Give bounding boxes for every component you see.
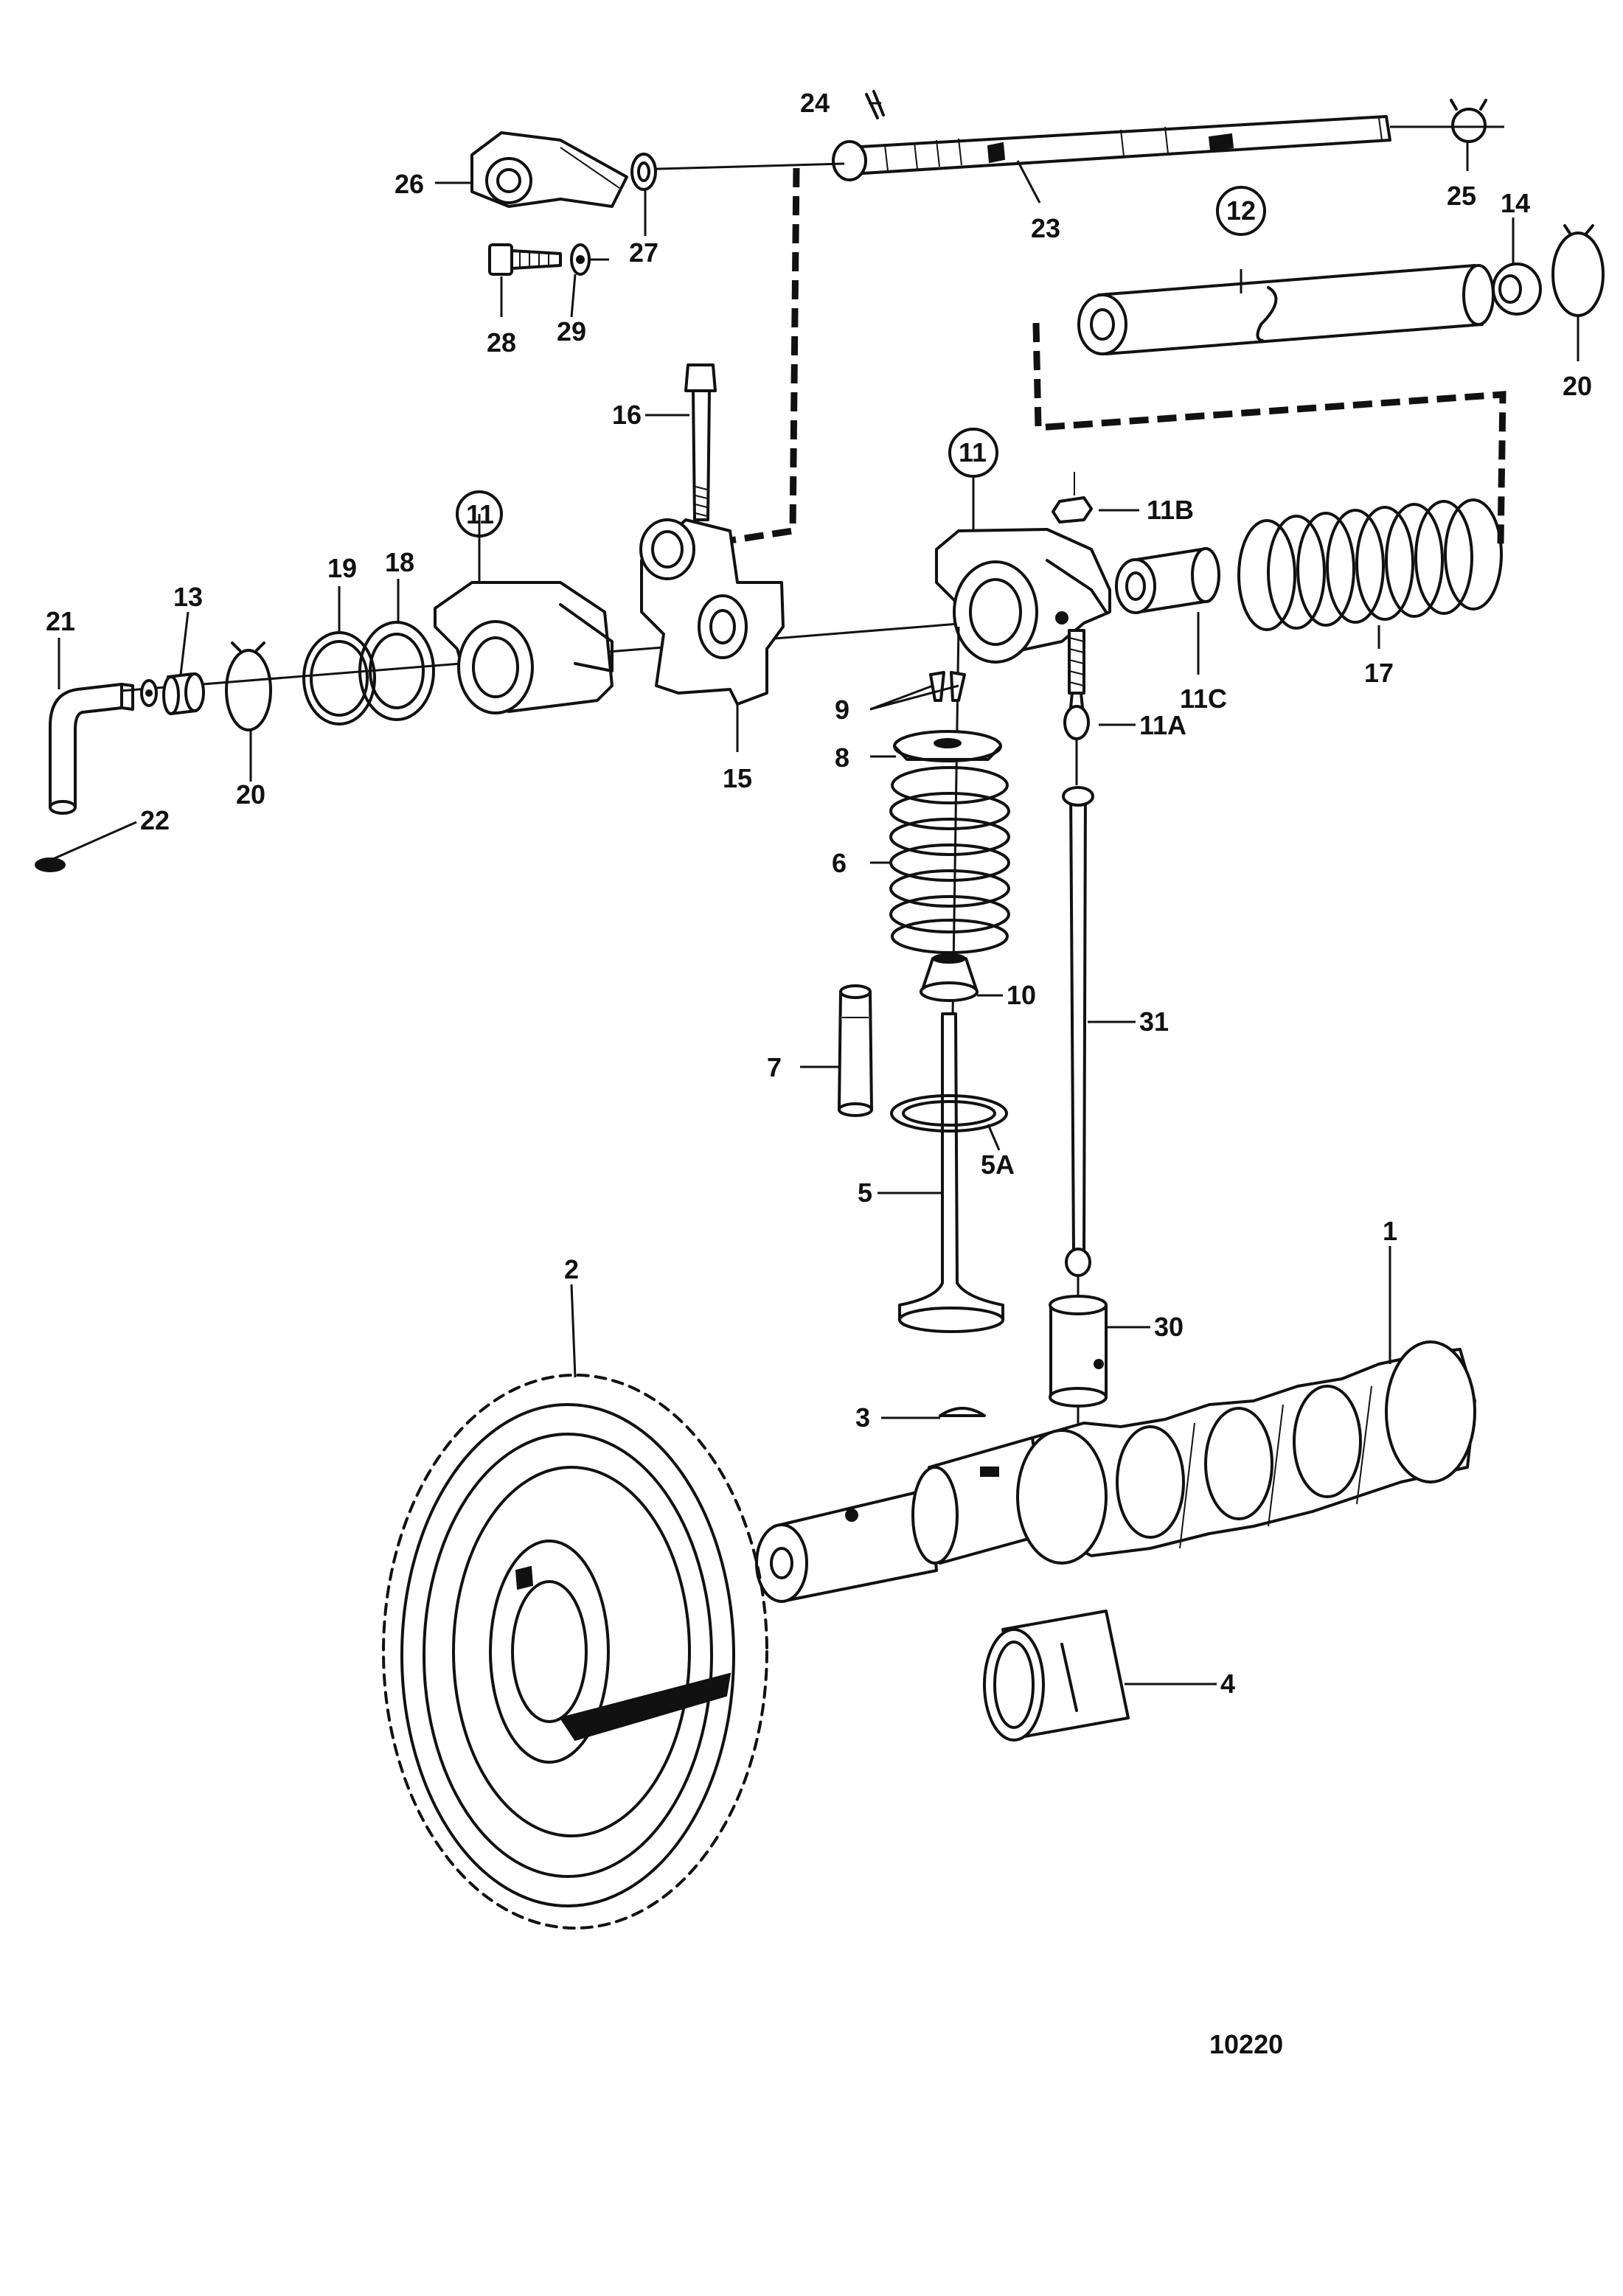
callout-2: 2 bbox=[564, 1254, 579, 1284]
bolt-16 bbox=[684, 363, 717, 521]
rocker-bracket-15 bbox=[639, 518, 785, 706]
callout-9: 9 bbox=[835, 695, 849, 725]
callout-18: 18 bbox=[385, 547, 414, 577]
callout-23: 23 bbox=[1031, 213, 1060, 243]
callout-7: 7 bbox=[767, 1052, 782, 1082]
rocker-shaft-12 bbox=[1077, 264, 1495, 355]
callout-10: 10 bbox=[1007, 980, 1036, 1010]
callout-19: 19 bbox=[327, 553, 357, 583]
valve-5 bbox=[898, 1012, 1004, 1333]
callout-21: 21 bbox=[46, 606, 75, 636]
callout-24: 24 bbox=[800, 88, 830, 118]
callout-6: 6 bbox=[832, 848, 847, 878]
drawing-number: 10220 bbox=[1209, 2029, 1283, 2059]
bushing-11c bbox=[1115, 547, 1220, 614]
callout-circles bbox=[456, 186, 1266, 538]
callout-22: 22 bbox=[140, 805, 170, 835]
assembly-connector-23-15 bbox=[696, 167, 800, 549]
callout-1: 1 bbox=[1383, 1216, 1397, 1246]
split-pin-24 bbox=[865, 90, 885, 119]
washer-18 bbox=[358, 621, 435, 721]
adjusting-screw-11a bbox=[1063, 629, 1090, 740]
callout-26: 26 bbox=[395, 169, 424, 199]
seal-ring-22-lower bbox=[35, 857, 66, 872]
callout-5: 5 bbox=[858, 1177, 872, 1208]
callout-11a: 11A bbox=[1139, 710, 1186, 740]
washer-29 bbox=[570, 243, 591, 276]
camshaft-gear-2 bbox=[382, 1374, 768, 1930]
camshaft-1 bbox=[755, 1340, 1476, 1603]
nut-11b bbox=[1052, 472, 1093, 523]
shaft-axis-line-left bbox=[633, 162, 845, 171]
callout-14: 14 bbox=[1501, 188, 1530, 218]
pushrod-31 bbox=[1062, 786, 1094, 1277]
bracket-26 bbox=[470, 131, 628, 208]
valve-seat-ring-5a bbox=[890, 1094, 1008, 1133]
leader-lines bbox=[52, 102, 1579, 1686]
assembly-connector-12-17 bbox=[1032, 322, 1506, 545]
callout-31: 31 bbox=[1139, 1006, 1169, 1037]
callout-29: 29 bbox=[557, 316, 586, 347]
bolt-28 bbox=[488, 243, 562, 276]
callout-11-left: 11 bbox=[466, 499, 494, 529]
callout-labels: 24 25 26 27 23 28 29 12 14 20 16 11 11 1… bbox=[46, 88, 1592, 2059]
washer-27 bbox=[630, 153, 657, 191]
valve-guide-7 bbox=[838, 984, 873, 1117]
callout-5a: 5A bbox=[981, 1149, 1015, 1180]
valve-collets-9 bbox=[929, 671, 966, 702]
callout-17: 17 bbox=[1364, 658, 1394, 688]
callout-30: 30 bbox=[1154, 1312, 1184, 1342]
spring-17 bbox=[1237, 498, 1503, 631]
rocker-arm-11-left bbox=[434, 581, 614, 714]
tappet-30 bbox=[1049, 1295, 1108, 1408]
callout-20-right: 20 bbox=[1563, 371, 1592, 401]
rocker-arm-11-right bbox=[935, 528, 1111, 664]
callout-16: 16 bbox=[612, 400, 642, 430]
oil-pipe-21 bbox=[49, 683, 134, 815]
callout-circle-11-left bbox=[456, 490, 503, 538]
rocker-shaft-23 bbox=[832, 115, 1391, 181]
callout-11c: 11C bbox=[1180, 683, 1227, 714]
callout-15: 15 bbox=[723, 763, 752, 793]
valve-seal-10 bbox=[920, 953, 979, 1002]
cam-bearing-4 bbox=[983, 1610, 1130, 1742]
bushing-13 bbox=[162, 672, 205, 715]
callout-8: 8 bbox=[835, 742, 849, 773]
plug-14 bbox=[1492, 262, 1542, 316]
callout-circle-12 bbox=[1216, 186, 1266, 236]
spring-retainer-8 bbox=[893, 730, 1002, 762]
valve-spring-6 bbox=[889, 766, 1010, 954]
callout-12: 12 bbox=[1226, 195, 1256, 226]
washer-22 bbox=[140, 679, 158, 707]
circlip-20-left bbox=[225, 641, 272, 731]
callout-27: 27 bbox=[629, 237, 658, 268]
woodruff-key-3 bbox=[939, 1407, 986, 1417]
callout-11b: 11B bbox=[1147, 495, 1194, 525]
callout-25: 25 bbox=[1447, 181, 1476, 211]
callout-3: 3 bbox=[855, 1402, 870, 1433]
callout-13: 13 bbox=[173, 582, 203, 612]
callout-circle-11-right bbox=[948, 428, 998, 478]
callout-11-right: 11 bbox=[959, 437, 987, 467]
callout-20-left: 20 bbox=[236, 779, 265, 810]
callout-28: 28 bbox=[487, 327, 516, 358]
callout-4: 4 bbox=[1220, 1669, 1235, 1699]
circlip-20-right bbox=[1551, 224, 1605, 317]
retaining-clip-25 bbox=[1450, 99, 1487, 143]
